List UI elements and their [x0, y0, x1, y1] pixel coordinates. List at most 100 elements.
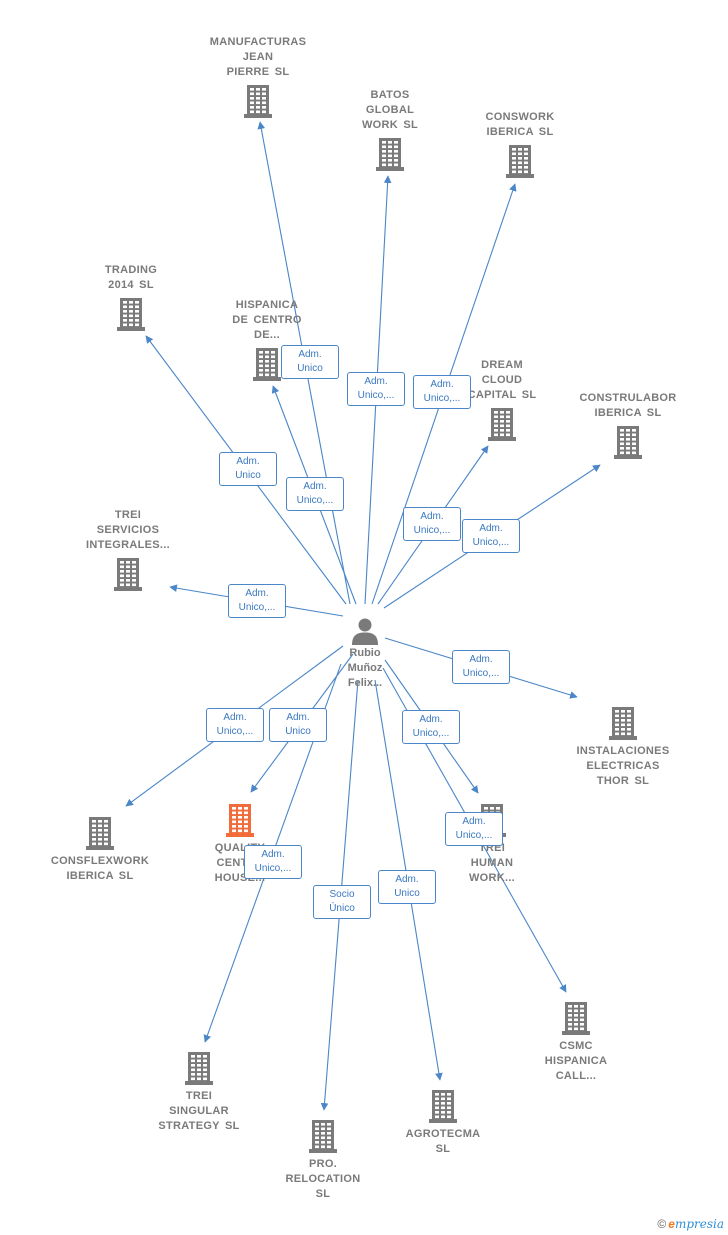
company-name-line: TREI — [114, 509, 142, 521]
relation-role-text: Unico,... — [357, 390, 395, 401]
relation-role-text: Unico,... — [216, 726, 254, 737]
relation-role-text: Único — [329, 903, 355, 914]
company-name-line: BATOS — [370, 89, 410, 101]
relation-label-hispanica[interactable]: Adm.Unico,... — [286, 477, 344, 511]
relation-role-text: Socio — [329, 889, 355, 900]
company-node-trading[interactable]: TRADING 2014 SL — [76, 263, 186, 332]
company-name: CONSFLEXWORK IBERICA SL — [45, 854, 155, 884]
company-node-construlabor[interactable]: CONSTRULABOR IBERICA SL — [573, 391, 683, 460]
relation-role-text: Adm. — [223, 712, 247, 723]
relation-role-text: Adm. — [261, 849, 285, 860]
building-icon — [253, 348, 281, 381]
company-node-trei-singular[interactable]: TREI SINGULAR STRATEGY SL — [144, 1050, 254, 1134]
relation-label-dream[interactable]: Adm.Unico,... — [403, 507, 461, 541]
relation-label-construlabor[interactable]: Adm.Unico,... — [462, 519, 520, 553]
relation-role-text: Unico — [297, 363, 323, 374]
relation-role-text: Adm. — [286, 712, 310, 723]
relation-role-text: Unico — [394, 888, 420, 899]
empresia-logo-text: mpresia — [674, 1217, 724, 1231]
relation-role-text: Unico,... — [238, 602, 276, 613]
relation-label-batos[interactable]: Adm. Unico,... — [347, 372, 405, 406]
center-person-node[interactable]: Rubio Muñoz Felix... — [320, 616, 410, 691]
building-icon — [244, 85, 272, 118]
relation-label-trei-human[interactable]: Adm.Unico,... — [402, 710, 460, 744]
company-name-line: CONSFLEXWORK — [50, 855, 150, 867]
company-name-line: GLOBAL — [365, 104, 415, 116]
company-name-line: STRATEGY SL — [158, 1120, 240, 1132]
company-name-line: 2014 SL — [108, 279, 154, 291]
relation-label-trei-servicios[interactable]: Adm.Unico,... — [228, 584, 286, 618]
company-name-line: MANUFACTURAS — [209, 36, 307, 48]
company-name-line: SL — [315, 1188, 331, 1200]
company-name: BATOS GLOBAL WORK SL — [335, 88, 445, 133]
relation-role-text: Adm. — [462, 816, 486, 827]
relation-label-trei-singular[interactable]: Adm. Unico,... — [244, 845, 302, 879]
building-icon — [614, 426, 642, 459]
company-name-line: HISPANICA — [235, 299, 299, 311]
relation-role-text: Unico — [235, 470, 261, 481]
relation-role-text: Adm. — [298, 349, 322, 360]
relation-role-text: Adm. — [364, 376, 388, 387]
relation-role-text: Adm. — [479, 523, 503, 534]
relation-label-instalaciones[interactable]: Adm.Unico,... — [452, 650, 510, 684]
company-name-line: THOR SL — [596, 775, 650, 787]
company-name-line: CAPITAL SL — [467, 389, 537, 401]
company-name-line: CLOUD — [481, 374, 523, 386]
relation-role-text: Unico,... — [455, 830, 493, 841]
company-name-line: WORK... — [468, 872, 516, 884]
company-name-line: WORK SL — [361, 119, 419, 131]
building-icon — [226, 804, 254, 837]
building-icon — [562, 1002, 590, 1035]
relation-role-text: Adm. — [236, 456, 260, 467]
relation-label-csmc[interactable]: Adm. Unico,... — [445, 812, 503, 846]
company-name-line: RELOCATION — [285, 1173, 361, 1185]
relation-role-text: Unico,... — [413, 525, 451, 536]
relation-role-text: Unico,... — [254, 863, 292, 874]
company-name-line: TREI — [185, 1090, 213, 1102]
company-node-batos[interactable]: BATOS GLOBAL WORK SL — [335, 88, 445, 172]
building-icon — [309, 1120, 337, 1153]
relation-label-agrotecma[interactable]: Adm.Unico — [378, 870, 436, 904]
company-name: TRADING 2014 SL — [76, 263, 186, 293]
relation-label-manufacturas[interactable]: Adm. Unico — [281, 345, 339, 379]
company-name-line: IBERICA SL — [594, 407, 662, 419]
person-name-line: Rubio — [349, 647, 381, 659]
company-node-consflexwork[interactable]: CONSFLEXWORK IBERICA SL — [45, 815, 155, 884]
empresia-logo-initial: e — [668, 1217, 675, 1231]
company-name-line: TRADING — [104, 264, 158, 276]
copyright-symbol: © — [657, 1217, 667, 1231]
company-name-line: AGROTECMA — [405, 1128, 481, 1140]
company-name: TREI SINGULAR STRATEGY SL — [144, 1089, 254, 1134]
relation-label-trading[interactable]: Adm. Unico — [219, 452, 277, 486]
relation-label-consflexwork[interactable]: Adm. Unico,... — [206, 708, 264, 742]
person-name: Rubio Muñoz Felix... — [320, 646, 410, 691]
company-name-line: PIERRE SL — [226, 66, 290, 78]
company-name-line: IBERICA SL — [66, 870, 134, 882]
company-name-line: CONSTRULABOR — [579, 392, 677, 404]
company-name-line: CSMC — [559, 1040, 593, 1052]
relation-role-text: Adm. — [430, 379, 454, 390]
relation-label-conswork[interactable]: Adm.Unico,... — [413, 375, 471, 409]
company-name-line: SINGULAR — [169, 1105, 229, 1117]
relation-label-quality[interactable]: Adm.Unico — [269, 708, 327, 742]
empresia-credit[interactable]: ©empresia — [657, 1217, 724, 1231]
company-name-line: INTEGRALES... — [86, 539, 170, 551]
